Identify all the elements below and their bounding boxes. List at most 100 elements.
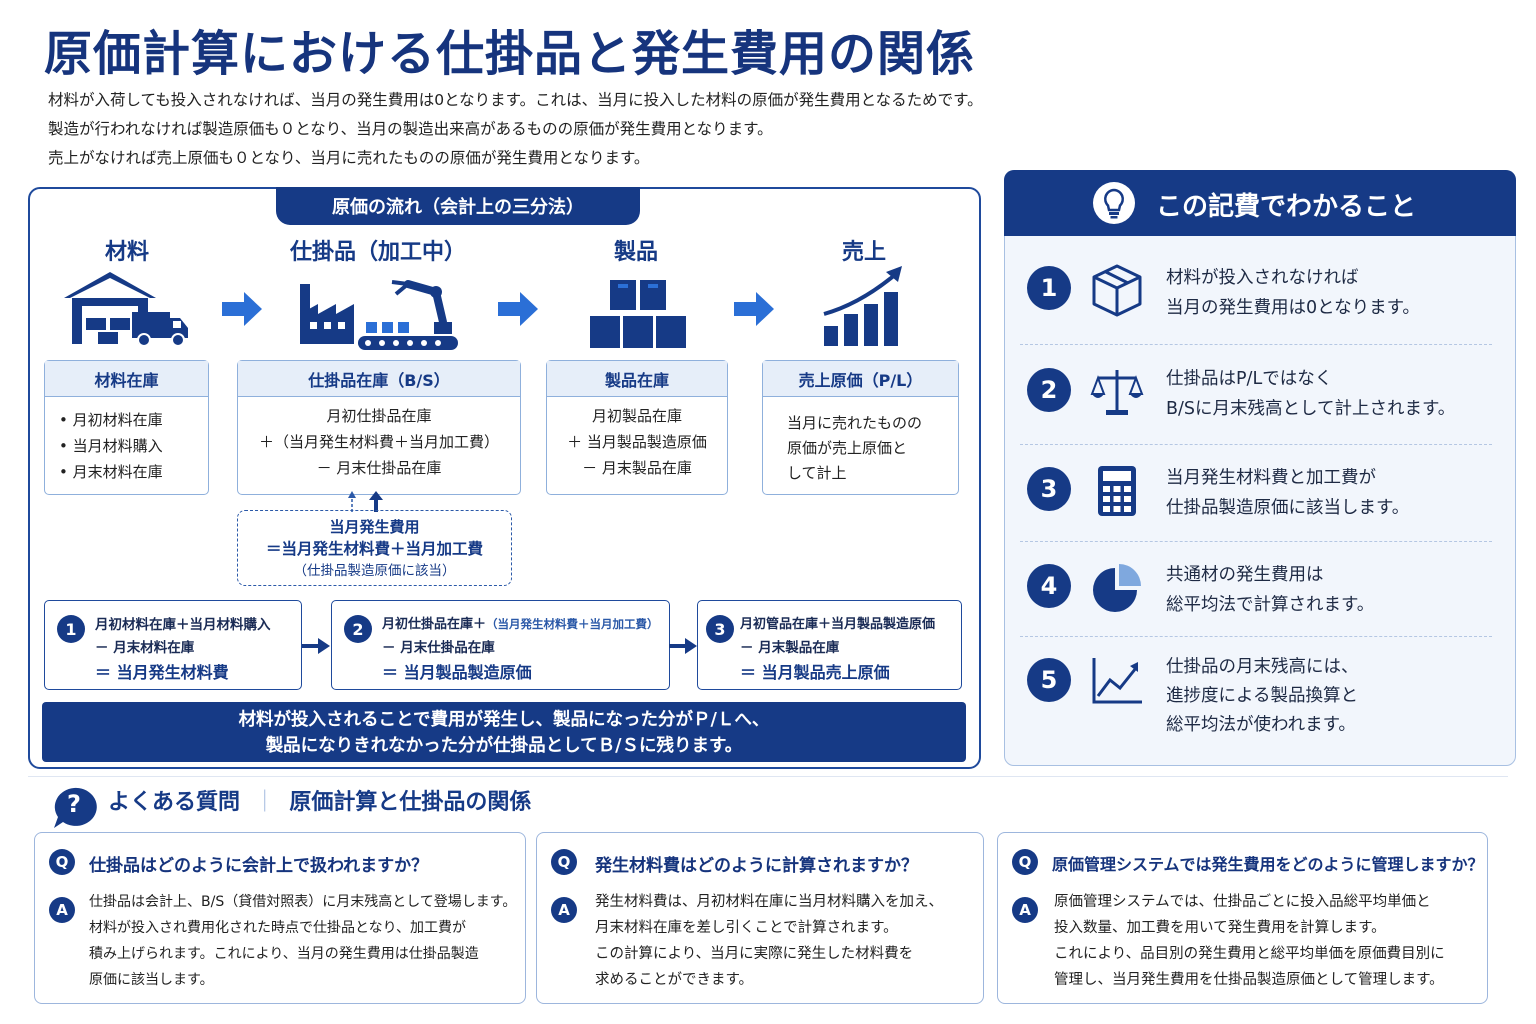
insights-header: この記費でわかること	[1004, 170, 1516, 236]
calc-result: ＝ 当月製品売上原価	[740, 663, 890, 682]
current-cost-box: 当月発生費用 ＝当月発生材料費＋当月加工費 （仕掛品製造原価に該当）	[237, 510, 512, 586]
insight-text: 仕掛品はP/Lではなく B/Sに月末残高として計上されます。	[1166, 364, 1455, 424]
stage-label-wip: 仕掛品（加工中）	[289, 240, 466, 265]
faq-card-2: Q 発生材料費はどのように計算されますか？ A 発生材料費は、月初材料在庫に当月…	[536, 832, 984, 1004]
intro-line: 材料が入荷しても投入されなければ、当月の発生費用は0となります。これは、当月に投…	[48, 91, 983, 109]
insight-line: 当月の発生費用は0となります。	[1166, 298, 1420, 318]
insight-line: 当月発生材料費と加工費が	[1166, 468, 1376, 488]
box-line: • 月初材料在庫	[59, 411, 163, 429]
section-separator	[28, 776, 1508, 777]
answer-line: 仕掛品は会計上、B/S（貸借対照表）に月末残高として登場します。	[89, 894, 517, 910]
calc-line: 月初管品在庫＋当月製品製造原価	[740, 617, 936, 632]
cost-of-sales-box: 売上原価（P/L） 当月に売れたものの 原価が売上原価と して計上	[762, 360, 959, 495]
intro-line: 売上がなければ売上原価も０となり、当月に売れたものの原価が発生費用となります。	[48, 149, 650, 167]
insight-number: 1	[1027, 266, 1071, 310]
box-line: • 当月材料購入	[59, 437, 163, 455]
box-title: 製品在庫	[547, 361, 727, 397]
growth-chart-icon	[823, 266, 902, 346]
flow-arrow-icon	[498, 292, 538, 326]
box-line: － 月末仕掛品在庫	[316, 459, 442, 477]
q-badge: Q	[1012, 849, 1038, 875]
cost-box-line: （仕掛品製造原価に該当）	[293, 563, 456, 579]
question-mark: ?	[67, 790, 81, 818]
insight-text: 共通材の発生費用は総平均法で計算されます。	[1166, 560, 1374, 620]
page-title: 原価計算における仕掛品と発生費用の関係	[44, 26, 976, 82]
answer-line: 月末材料在庫を差し引くことで計算されます。	[595, 920, 898, 936]
cost-box-line: 当月発生費用	[329, 518, 420, 536]
insight-text: 当月発生材料費と加工費が仕掛品製造原価に該当します。	[1166, 463, 1409, 523]
answer-line: 発生材料費は、月初材料在庫に当月材料購入を加え、	[595, 894, 943, 910]
faq-question: 原価管理システムでは発生費用をどのように管理しますか？	[1052, 855, 1484, 874]
insight-text: 仕掛品の月末残高には、進捗度による製品換算と総平均法が使われます。	[1166, 653, 1359, 740]
box-line: ＋（当月発生材料費＋当月加工費）	[258, 433, 499, 451]
insight-number: 2	[1027, 368, 1071, 412]
answer-line: 材料が投入され費用化された時点で仕掛品となり、加工費が	[89, 920, 467, 936]
trend-chart-icon	[1092, 658, 1142, 704]
box-icon	[1092, 264, 1142, 317]
stage-label-product: 製品	[613, 240, 658, 265]
faq-card-1: Q 仕掛品はどのように会計上で扱われますか？ A 仕掛品は会計上、B/S（貸借対…	[34, 832, 526, 1004]
insight-line: 仕掛品の月末残高には、	[1166, 657, 1359, 677]
insight-line: 仕掛品製造原価に該当します。	[1166, 498, 1410, 518]
intro-line: 製造が行われなければ製造原価も０となり、当月の製造出来高があるものの原価が発生費…	[48, 120, 773, 138]
insight-line: 総平均法が使われます。	[1166, 715, 1356, 735]
box-line: 月初製品在庫	[591, 407, 682, 425]
stage-label-material: 材料	[104, 240, 149, 265]
insight-line: 共通材の発生費用は	[1166, 565, 1324, 585]
step-number: 1	[57, 615, 85, 643]
divider	[1020, 444, 1492, 445]
faq-card-3: Q 原価管理システムでは発生費用をどのように管理しますか？ A 原価管理システム…	[997, 832, 1488, 1004]
box-line: 月初仕掛品在庫	[326, 407, 432, 425]
calc-arrow-icon	[669, 638, 697, 654]
a-badge: A	[49, 897, 75, 923]
calc-box-1: 1 月初材料在庫＋当月材料購入 － 月末材料在庫 ＝ 当月発生材料費	[44, 600, 302, 690]
q-badge: Q	[551, 849, 577, 875]
calc-line: 月初仕掛品在庫＋	[382, 617, 487, 632]
q-badge: Q	[49, 849, 75, 875]
up-arrow-icon	[348, 491, 383, 512]
faq-divider: ｜	[253, 790, 276, 815]
calc-arrow-icon	[302, 638, 330, 654]
answer-line: 管理し、当月発生費用を仕掛品製造原価として管理します。	[1054, 972, 1444, 988]
calc-result: ＝ 当月発生材料費	[95, 663, 229, 682]
divider	[1020, 636, 1492, 637]
flow-arrow-icon	[734, 292, 774, 326]
product-inventory-box: 製品在庫 月初製品在庫 ＋ 当月製品製造原価 － 月末製品在庫	[546, 360, 728, 495]
calc-line: － 月末製品在庫	[740, 640, 840, 656]
step-number: 2	[344, 615, 372, 643]
box-title: 仕掛品在庫（B/S）	[238, 361, 520, 397]
insight-line: 仕掛品はP/Lではなく	[1166, 369, 1333, 389]
box-line: ＋ 当月製品製造原価	[567, 433, 707, 451]
insight-line: B/Sに月末残高として計上されます。	[1166, 399, 1456, 419]
divider	[1020, 344, 1492, 345]
a-badge: A	[551, 897, 577, 923]
faq-question: 仕掛品はどのように会計上で扱われますか？	[89, 856, 429, 876]
faq-subtitle: 原価計算と仕掛品の関係	[289, 790, 532, 815]
lightbulb-icon	[1093, 182, 1135, 224]
faq-title: よくある質問 ｜ 原価計算と仕掛品の関係	[108, 784, 531, 816]
warehouse-truck-icon	[64, 272, 188, 347]
insights-title: この記費でわかること	[1156, 192, 1417, 222]
insight-text: 材料が投入されなければ当月の発生費用は0となります。	[1166, 263, 1420, 323]
box-title: 売上原価（P/L）	[763, 361, 958, 397]
answer-line: 積み上げられます。これにより、当月の発生費用は仕掛品製造	[89, 946, 479, 962]
question-bubble-icon	[54, 787, 97, 828]
box-title: 材料在庫	[45, 361, 208, 397]
wip-inventory-box: 仕掛品在庫（B/S） 月初仕掛品在庫 ＋（当月発生材料費＋当月加工費） － 月末…	[237, 360, 521, 495]
insight-line: 総平均法で計算されます。	[1166, 595, 1375, 615]
insight-number: 5	[1027, 658, 1071, 702]
calc-line: 月初材料在庫＋当月材料購入	[95, 617, 271, 633]
boxes-icon	[590, 280, 686, 348]
calculator-icon	[1098, 466, 1136, 516]
faq-title-text: よくある質問	[108, 790, 241, 815]
divider	[1020, 541, 1492, 542]
answer-line: 原価に該当します。	[89, 972, 214, 988]
calc-line: － 月末仕掛品在庫	[382, 640, 495, 656]
box-line: して計上	[787, 464, 847, 482]
calc-line: － 月末材料在庫	[95, 640, 195, 656]
answer-line: この計算により、当月に実際に発生した材料費を	[595, 946, 914, 962]
stage-label-sales: 売上	[841, 240, 886, 265]
faq-answer: 原価管理システムでは、仕掛品ごとに投入品総平均単価と投入数量、加工費を用いて発生…	[1054, 889, 1445, 993]
insight-number: 3	[1027, 467, 1071, 511]
faq-answer: 仕掛品は会計上、B/S（貸借対照表）に月末残高として登場します。材料が投入され費…	[89, 889, 516, 993]
